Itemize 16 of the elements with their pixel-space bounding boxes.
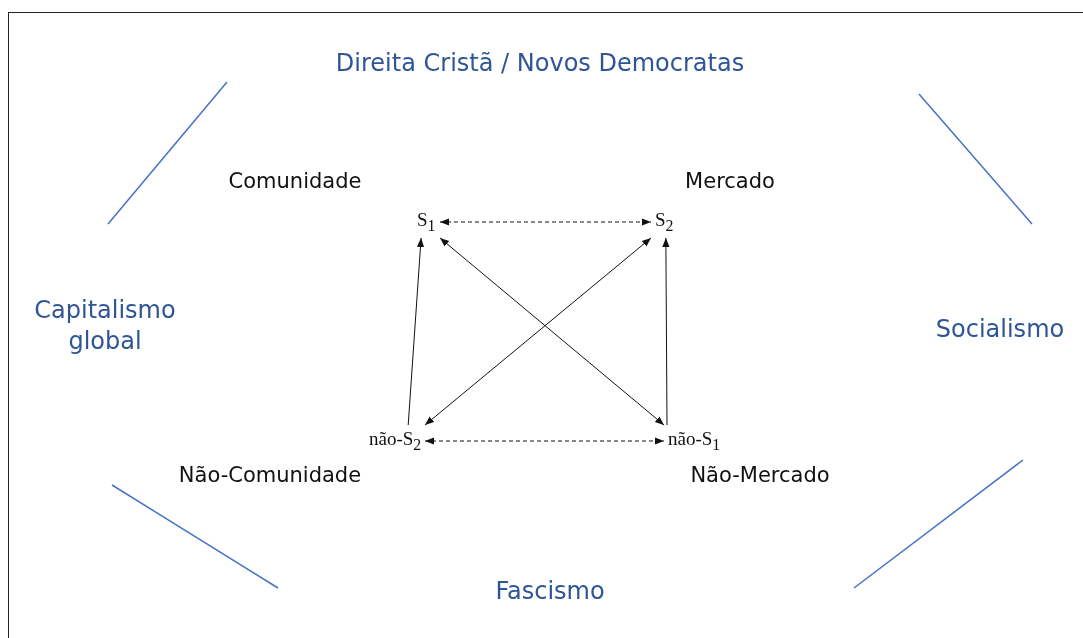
term-label: não-S$_{2}$ — [365, 425, 426, 457]
arrow — [407, 237, 425, 426]
dashed-arrow — [439, 218, 652, 226]
ideology-label: Capitalismo global — [33, 295, 177, 358]
concept-label: Não-Mercado — [689, 462, 831, 489]
term-label: S$_{2}$ — [651, 206, 678, 238]
term-label: não-S$_{1}$ — [664, 425, 725, 457]
arrow — [662, 237, 670, 426]
dashed-arrow — [424, 437, 665, 445]
concept-label: Comunidade — [227, 168, 363, 195]
ideology-label: Fascismo — [494, 576, 606, 607]
ideology-label: Socialismo — [934, 314, 1066, 345]
concept-label: Não-Comunidade — [177, 462, 363, 489]
concept-label: Mercado — [684, 168, 776, 195]
ideology-label: Direita Cristã / Novos Democratas — [334, 48, 746, 79]
term-label: S$_{1}$ — [413, 206, 440, 238]
